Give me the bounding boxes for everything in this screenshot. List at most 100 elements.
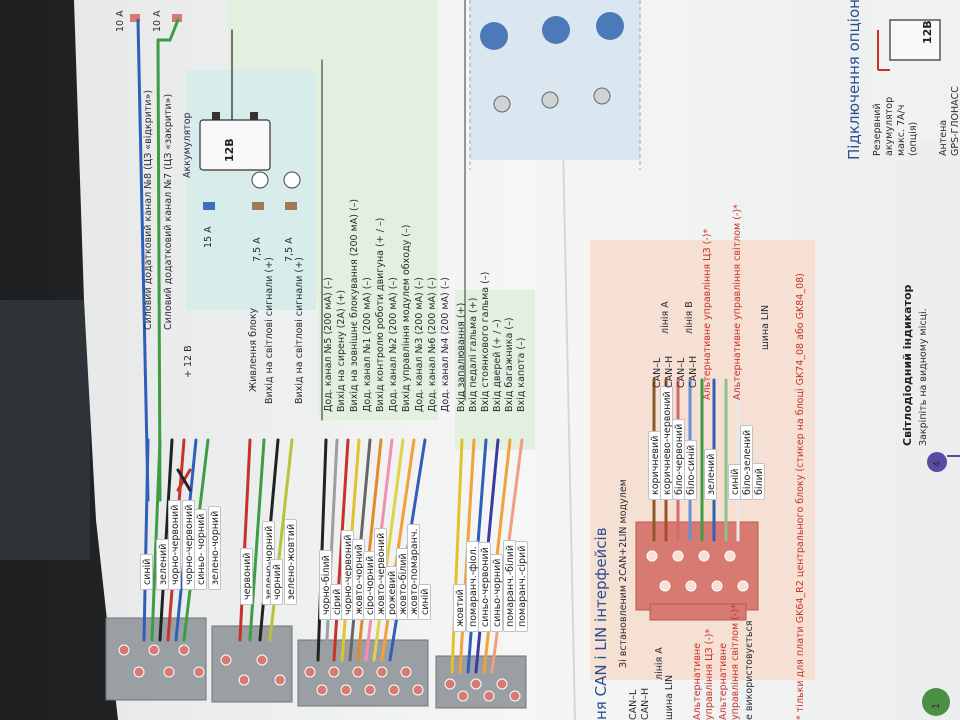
connector-pin: [376, 666, 388, 678]
battery-voltage: 12В: [223, 138, 236, 162]
wire-connector1: [142, 438, 150, 642]
connector-pin: [724, 550, 736, 562]
can-line-a: лінія А: [660, 301, 671, 334]
connector-pin: [737, 580, 749, 592]
connector-pin: [698, 550, 710, 562]
power-block-label-2: Вихід на світлові сигнали (+): [294, 257, 305, 404]
output-label-3: Дод. канал №1 (200 мА) (–): [362, 277, 373, 412]
output-label-8: Дод. канал №6 (200 мА) (–): [427, 277, 438, 412]
wire-green-top: [168, 18, 180, 42]
channel8-label: Силовий додатковий канал №8 (ЦЗ «відкрит…: [143, 89, 154, 330]
connector-pin: [193, 666, 205, 678]
connector-pin: [178, 644, 190, 656]
outputs-panel: [318, 0, 438, 420]
inputs-panel: [455, 290, 535, 450]
can-alt-lock: Альтернативне управління ЦЗ (-)*: [702, 228, 713, 400]
connector1-wire-label-2: чорно-червоний: [168, 499, 181, 590]
connector-pin: [685, 580, 697, 592]
connector-pin: [496, 678, 508, 690]
fuse-label-right: 10 A: [152, 10, 163, 32]
wire-blue-long: [136, 18, 150, 502]
connector-pin: [163, 666, 175, 678]
output-label-7: Дод. канал №3 (200 мА) (–): [414, 277, 425, 412]
connector-pin: [388, 684, 400, 696]
optional-antenna-0: Антена: [938, 119, 949, 156]
connector-pin: [470, 678, 482, 690]
connector-pin: [400, 666, 412, 678]
connector4-wire-label-5: помаранч.-сірий: [515, 540, 528, 632]
wire-connector3: [316, 438, 328, 662]
battery-caption: Аккумулятор: [182, 112, 193, 178]
indicator-badge: 4: [932, 460, 943, 467]
can-label-2: CAN–L: [676, 357, 687, 388]
can-alt-light: Альтернативне управління світлом (-)*: [732, 204, 743, 400]
connector3-wire-label-9: синій: [418, 583, 431, 620]
optional-reserve-0: Резервний: [872, 103, 883, 156]
wire-connector3: [356, 438, 383, 662]
can-wire-label-7: білий: [752, 463, 765, 500]
can-label-3: CAN–H: [688, 355, 699, 388]
connector2-wire-label-0: червоний: [240, 547, 253, 605]
can-label-0: CAN–L: [652, 357, 663, 388]
input-label-4: Вхід багажника (–): [504, 317, 515, 412]
output-label-6: Вихід управління модулем обходу (–): [401, 224, 412, 412]
wire-connector3: [372, 438, 405, 662]
connector4-wire-label-3: синьо-чорний: [490, 553, 503, 632]
connector-pin: [711, 580, 723, 592]
output-label-9: Дод. канал №4 (200 мА) (–): [440, 277, 451, 412]
connector-pin: [340, 684, 352, 696]
left-edge-line-6: управління світлом (-)*: [730, 604, 741, 720]
wire-black-cross: [176, 468, 192, 492]
wire-connector4: [450, 438, 464, 674]
connector-pin: [483, 690, 495, 702]
input-label-2: Вхід стоянкового гальма (–): [480, 271, 491, 412]
optional-title: Підключення опціона: [845, 0, 863, 160]
input-label-3: Вхід дверей (+ / –): [492, 319, 503, 412]
connector-pin: [646, 550, 658, 562]
connector-pin: [659, 580, 671, 592]
wire-connector2: [268, 438, 294, 642]
power-block-label-1: Вихід на світлові сигнали (+): [264, 257, 275, 404]
input-label-1: Вхід педалі гальма (+): [468, 297, 479, 412]
left-edge-line-5: Альтернативне: [718, 643, 729, 720]
connector-pin: [274, 674, 286, 686]
left-edge-line-2: шина LIN: [664, 674, 675, 720]
connector2-wire-label-3: зелено-жовтий: [284, 518, 297, 605]
indicator-title: Світлодіодний індикатор: [901, 284, 914, 446]
input-label-5: Вхід капота (–): [516, 337, 527, 413]
left-edge-line-0: CAN–L: [628, 689, 639, 720]
can-wire-label-4: зелений: [704, 448, 717, 500]
battery-panel: [186, 70, 316, 310]
left-edge-line-1: CAN–H: [640, 687, 651, 720]
plus12-label: + 12 В: [183, 345, 194, 378]
optional-battery-voltage: 12В: [921, 20, 934, 44]
optional-reserve-1: акумулятор: [884, 96, 895, 156]
connector-pin: [412, 684, 424, 696]
connector2-wire-label-2: чорний: [270, 558, 283, 605]
input-label-0: Вхід запалювання (+): [456, 302, 467, 412]
fuse-label-left: 10 A: [115, 10, 126, 32]
connector-pin: [238, 674, 250, 686]
can-footnote: * тільки для плати GK64_R2 центрального …: [795, 273, 806, 720]
can-label-1: CAN–H: [664, 355, 675, 388]
lamp-fuse-label-1: 7,5 A: [252, 237, 263, 262]
step-badge-1: 1: [931, 702, 942, 709]
connector4-wire-label-0: жовтий: [453, 584, 466, 632]
left-edge-line-7: е використовується: [744, 620, 755, 720]
output-label-2: Вихід на зовнішнє блокування (200 мА) (–…: [349, 198, 360, 412]
connector-pin: [148, 644, 160, 656]
battery-fuse-label: 15 A: [203, 226, 214, 248]
wire-connector2: [238, 438, 252, 642]
output-label-4: Вихід контролю роботи двигуна (+ / –): [375, 217, 386, 412]
can-section-title: ня CAN і LIN інтерфейсів: [592, 527, 610, 720]
connector-pin: [316, 684, 328, 696]
connector-pin: [672, 550, 684, 562]
output-label-0: Дод. канал №5 (200 мА) (–): [323, 277, 334, 412]
wire-connector2: [248, 438, 266, 642]
connector-pin: [509, 690, 521, 702]
output-label-1: Вихід на сирену (2А) (+): [336, 289, 347, 412]
can-section-subtitle: Зі встановленим 2CAN+2LIN модулем: [618, 479, 629, 668]
connector1-wire-label-0: синій: [140, 553, 153, 590]
